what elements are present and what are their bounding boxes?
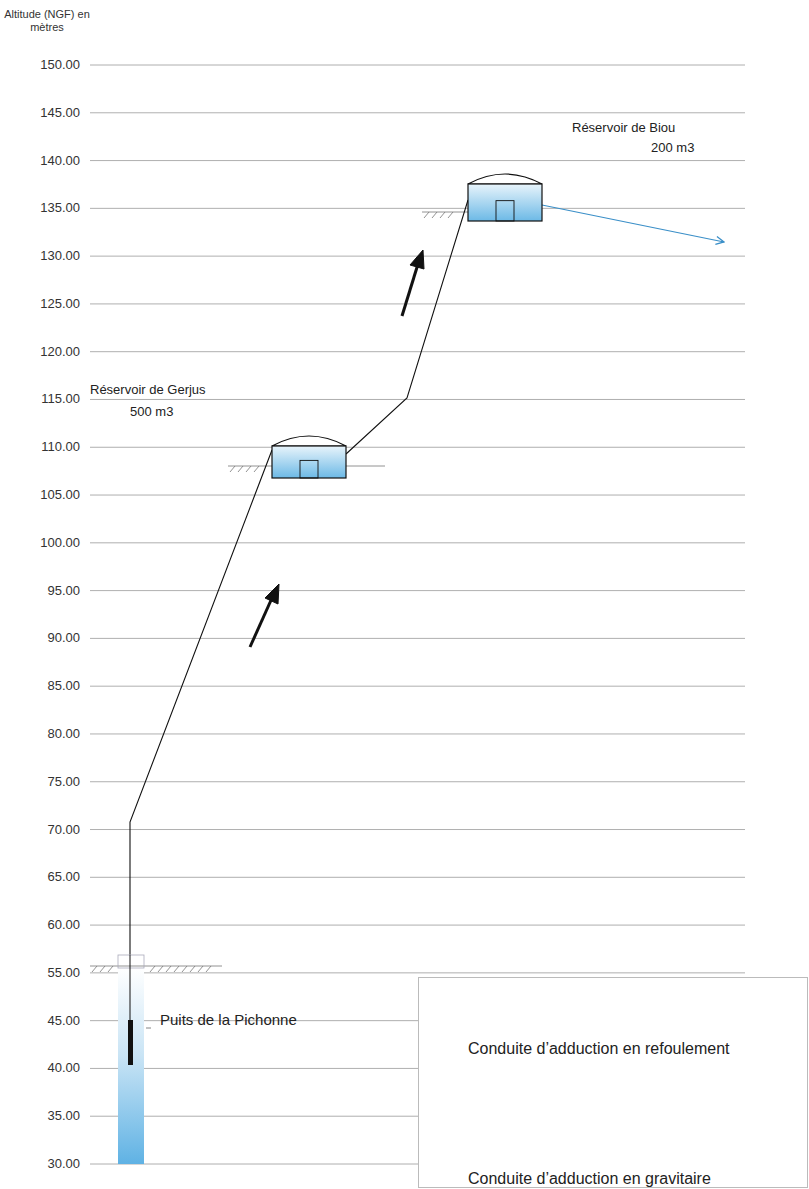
axis-value: 40.00	[10, 1060, 80, 1075]
tank-outline	[272, 432, 346, 478]
axis-value: 55.00	[10, 965, 80, 980]
axis-value: 145.00	[10, 105, 80, 120]
axis-value: 45.00	[10, 1013, 80, 1028]
axis-value: 100.00	[10, 535, 80, 550]
axis-value: 105.00	[10, 487, 80, 502]
node-label: 200 m3	[651, 140, 694, 155]
axis-value: 140.00	[10, 153, 80, 168]
node-label: 500 m3	[130, 404, 173, 419]
node-label: Réservoir de Gerjus	[90, 382, 206, 397]
axis-value: 120.00	[10, 344, 80, 359]
axis-value: 65.00	[10, 869, 80, 884]
pipe-connector	[346, 200, 468, 454]
legend-panel	[418, 977, 808, 1188]
axis-value: 75.00	[10, 774, 80, 789]
tank-outline	[468, 170, 542, 221]
axis-value: 95.00	[10, 583, 80, 598]
legend-text: Conduite d’adduction en refoulement	[468, 1040, 730, 1058]
axis-value: 115.00	[10, 391, 80, 406]
axis-value: 150.00	[10, 57, 80, 72]
axis-value: 110.00	[10, 439, 80, 454]
reservoir-tank: Réservoir de Biou200 m3	[468, 170, 542, 221]
axis-value: 60.00	[10, 917, 80, 932]
legend-text: Conduite d’adduction en gravitaire	[468, 1170, 711, 1188]
reservoir-tank: Réservoir de Gerjus500 m3	[272, 432, 346, 478]
axis-value: 130.00	[10, 248, 80, 263]
axis-value: 30.00	[10, 1156, 80, 1171]
axis-title: Altitude (NGF) en mètres	[2, 8, 92, 34]
axis-value: 85.00	[10, 678, 80, 693]
node-label: Réservoir de Biou	[572, 120, 675, 135]
axis-value: 70.00	[10, 822, 80, 837]
axis-value: 125.00	[10, 296, 80, 311]
well-outline	[118, 955, 144, 1164]
axis-value: 135.00	[10, 200, 80, 215]
axis-value: 90.00	[10, 630, 80, 645]
well-shaft: Puits de la Pichonne	[118, 955, 144, 1164]
axis-value: 35.00	[10, 1108, 80, 1123]
axis-value: 80.00	[10, 726, 80, 741]
pipe-connector	[130, 450, 272, 955]
node-label: Puits de la Pichonne	[160, 1011, 297, 1028]
